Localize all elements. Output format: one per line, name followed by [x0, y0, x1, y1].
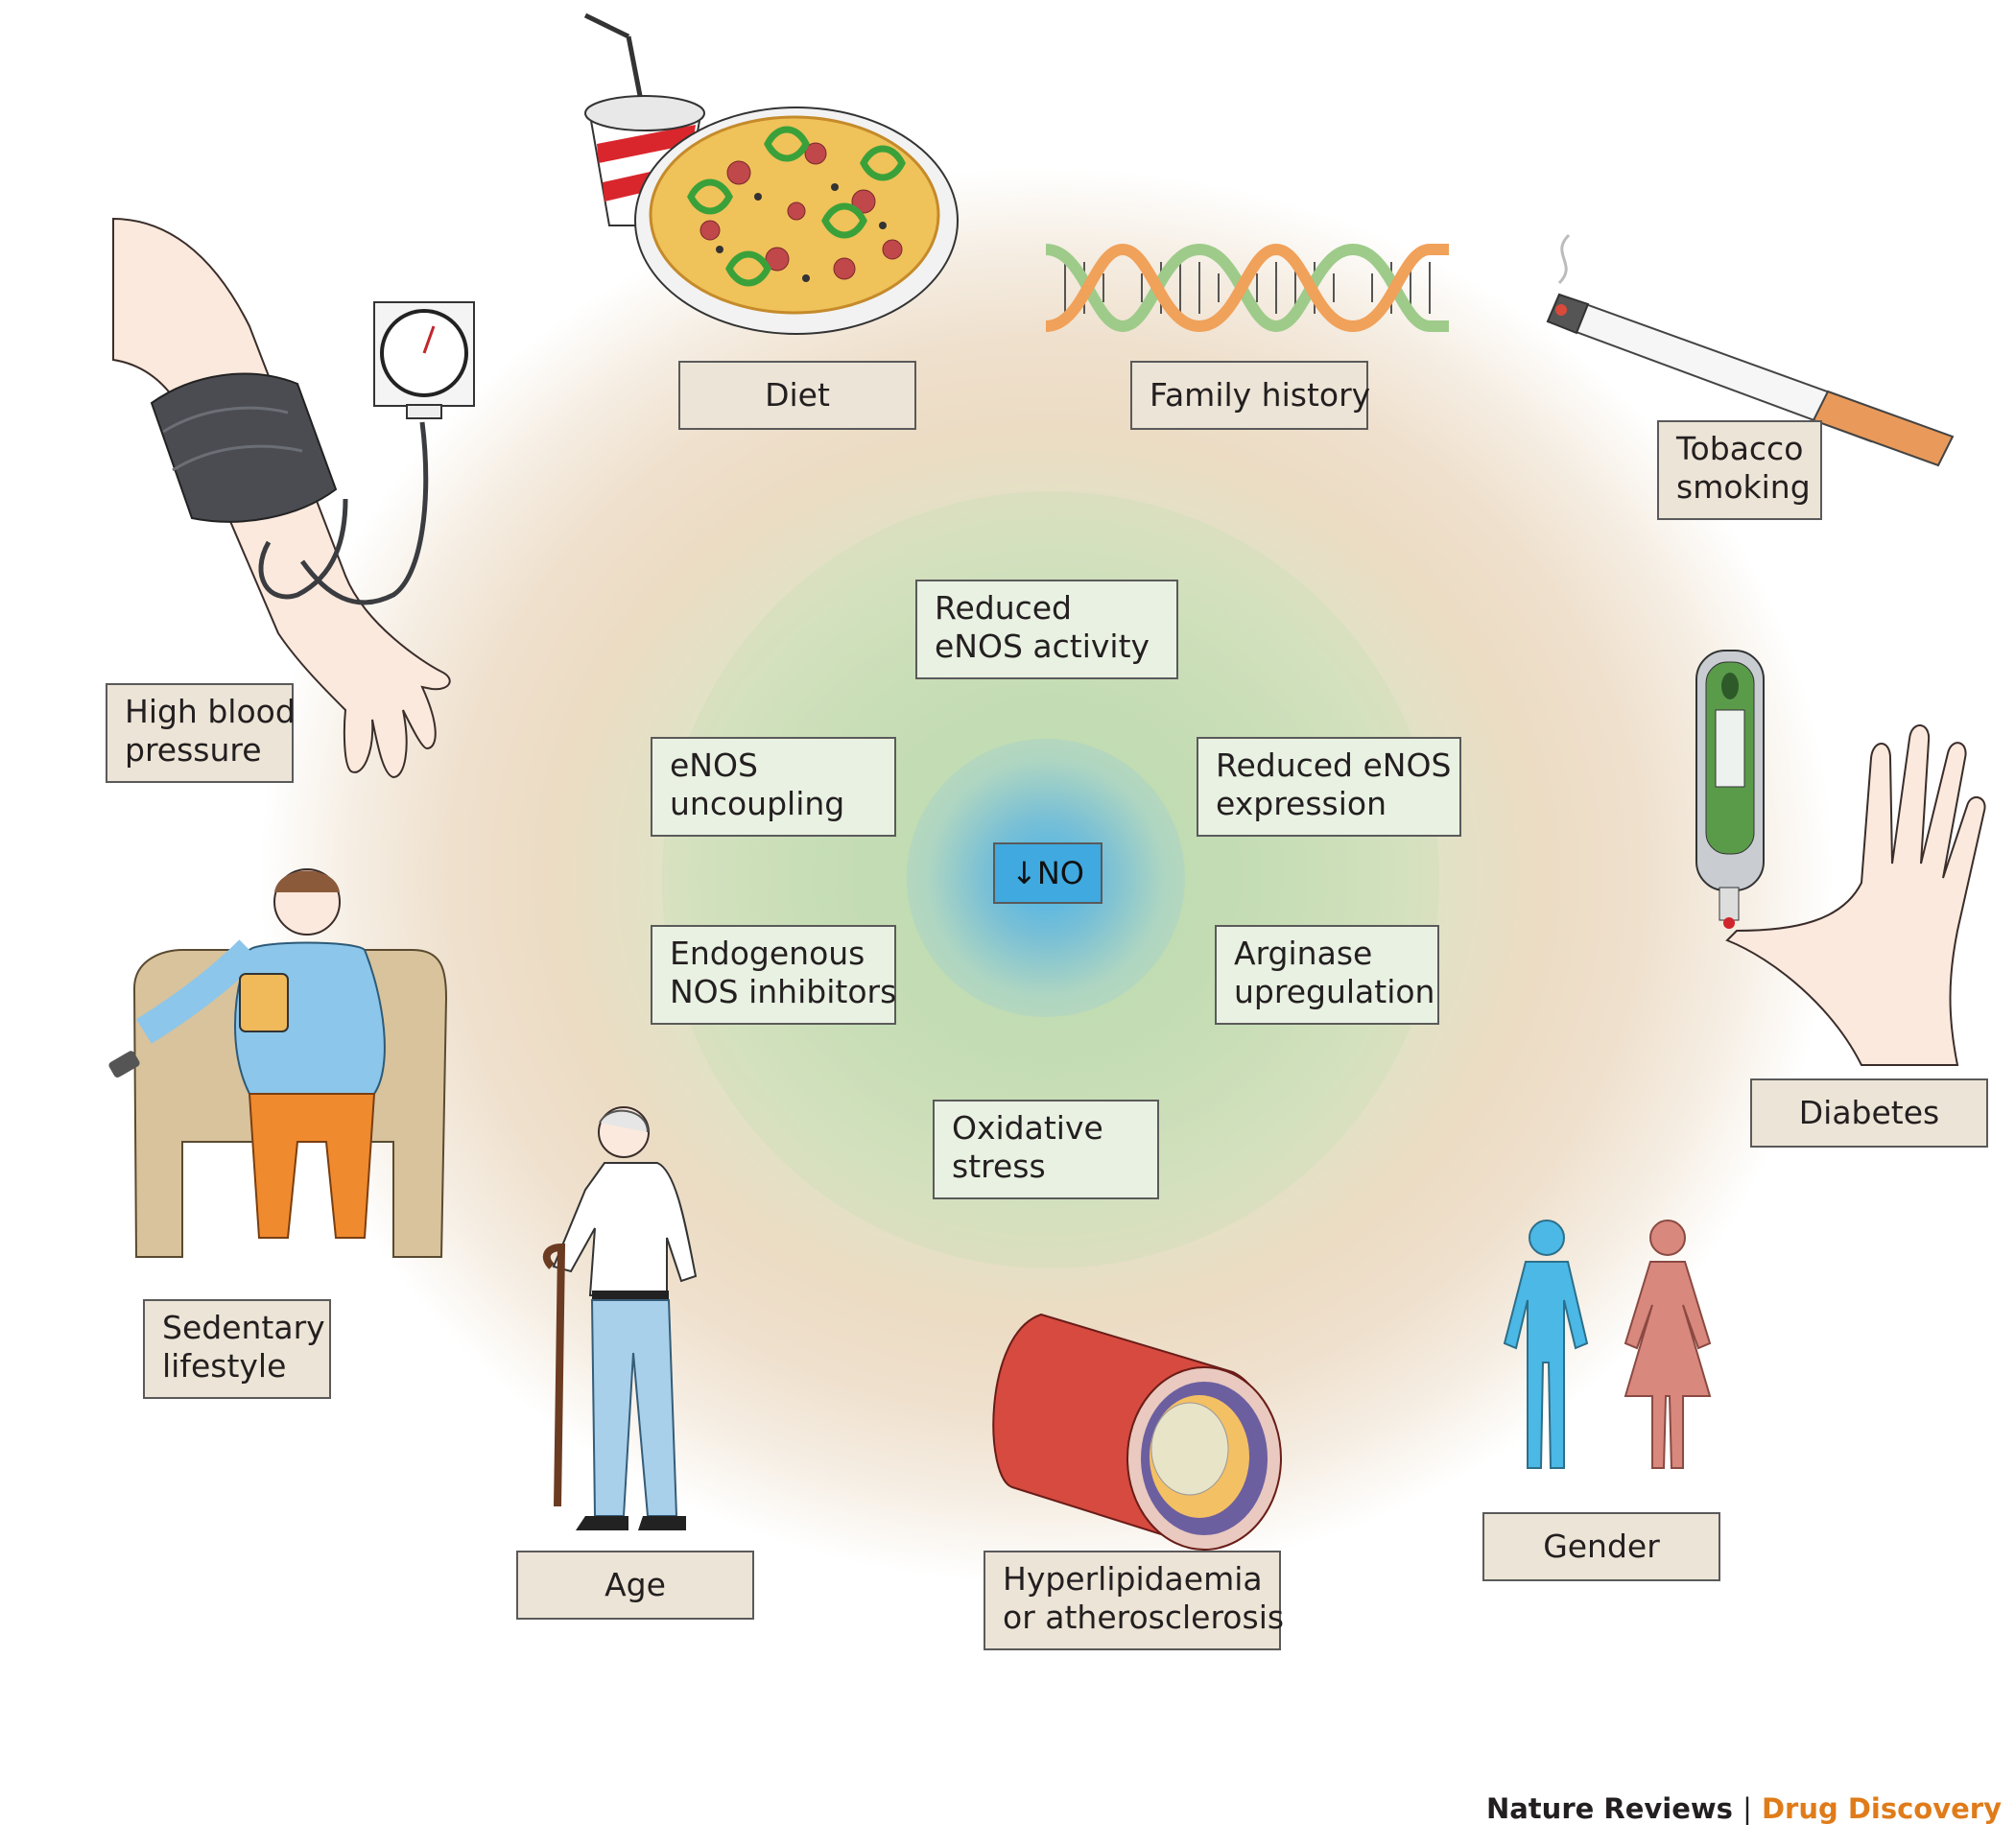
risk-factor-gender: Gender — [1482, 1512, 1720, 1581]
mechanism-label-line1: Reduced — [935, 589, 1073, 627]
mechanism-label-line2: expression — [1216, 785, 1387, 822]
journal-name: Nature Reviews — [1485, 1792, 1733, 1825]
mechanism-reduced-enos-activity: Reduced eNOS activity — [915, 580, 1178, 679]
decreased-no-label: ↓NO — [1011, 855, 1084, 891]
mechanism-label-line1: Reduced eNOS — [1216, 746, 1452, 784]
risk-factor-label-line1: Sedentary — [162, 1309, 325, 1346]
risk-factor-hyperlipidaemia: Hyperlipidaemia or atherosclerosis — [984, 1551, 1285, 1650]
risk-factor-family-history: Family history — [1130, 361, 1371, 430]
dna-helix-icon — [1045, 243, 1449, 333]
mechanism-label-line2: NOS inhibitors — [670, 973, 897, 1010]
male-female-figures-icon — [1503, 1220, 1712, 1469]
risk-factor-sedentary-lifestyle: Sedentary lifestyle — [143, 1299, 331, 1399]
mechanism-label-line1: Arginase — [1234, 935, 1373, 972]
risk-factor-label-line1: Hyperlipidaemia — [1003, 1560, 1263, 1598]
mechanism-reduced-enos-expression: Reduced eNOS expression — [1197, 737, 1461, 837]
risk-factor-label: Age — [604, 1566, 666, 1603]
blood-pressure-cuff-icon — [112, 217, 475, 779]
risk-factor-label: Diabetes — [1798, 1094, 1940, 1131]
risk-factor-label-line2: or atherosclerosis — [1003, 1599, 1285, 1636]
mechanism-arginase-upregulation: Arginase upregulation — [1215, 925, 1439, 1025]
mechanism-label-line2: eNOS activity — [935, 628, 1150, 665]
glucose-meter-icon — [1695, 650, 1986, 1066]
risk-factor-label-line2: lifestyle — [162, 1347, 287, 1385]
journal-credit: Nature Reviews | Drug Discovery — [1486, 1792, 2002, 1825]
risk-factor-label-line1: High blood — [125, 693, 296, 730]
risk-factor-label-line2: smoking — [1676, 468, 1811, 506]
mechanism-label-line1: eNOS — [670, 746, 758, 784]
journal-section: Drug Discovery — [1761, 1792, 2002, 1825]
mechanism-label-line1: Oxidative — [952, 1109, 1103, 1147]
mechanism-enos-uncoupling: eNOS uncoupling — [651, 737, 896, 837]
elderly-man-with-cane-icon — [542, 1106, 698, 1530]
risk-factor-diabetes: Diabetes — [1750, 1078, 1988, 1148]
risk-factor-age: Age — [516, 1551, 754, 1620]
artery-plaque-icon — [992, 1313, 1282, 1551]
mechanism-endogenous-nos-inhibitors: Endogenous NOS inhibitors — [651, 925, 896, 1025]
decreased-no-node: ↓NO — [993, 842, 1102, 904]
mechanism-oxidative-stress: Oxidative stress — [933, 1100, 1159, 1199]
mechanism-label-line2: stress — [952, 1148, 1046, 1185]
risk-factor-label: Diet — [765, 376, 830, 414]
mechanism-label-line1: Endogenous — [670, 935, 865, 972]
credit-separator: | — [1742, 1792, 1752, 1825]
mechanism-label-line2: uncoupling — [670, 785, 845, 822]
risk-factor-high-blood-pressure: High blood pressure — [106, 683, 296, 783]
pizza-and-soda-icon — [583, 12, 959, 335]
cigarette-icon — [1546, 233, 1955, 467]
risk-factor-label: Gender — [1543, 1528, 1660, 1565]
mechanism-label-line2: upregulation — [1234, 973, 1435, 1010]
risk-factor-label: Family history — [1150, 376, 1371, 414]
risk-factor-diet: Diet — [678, 361, 916, 430]
risk-factor-label-line1: Tobacco — [1676, 430, 1804, 467]
risk-factor-label-line2: pressure — [125, 731, 262, 769]
man-in-armchair-icon — [108, 868, 448, 1258]
risk-factor-tobacco-smoking: Tobacco smoking — [1657, 420, 1822, 520]
